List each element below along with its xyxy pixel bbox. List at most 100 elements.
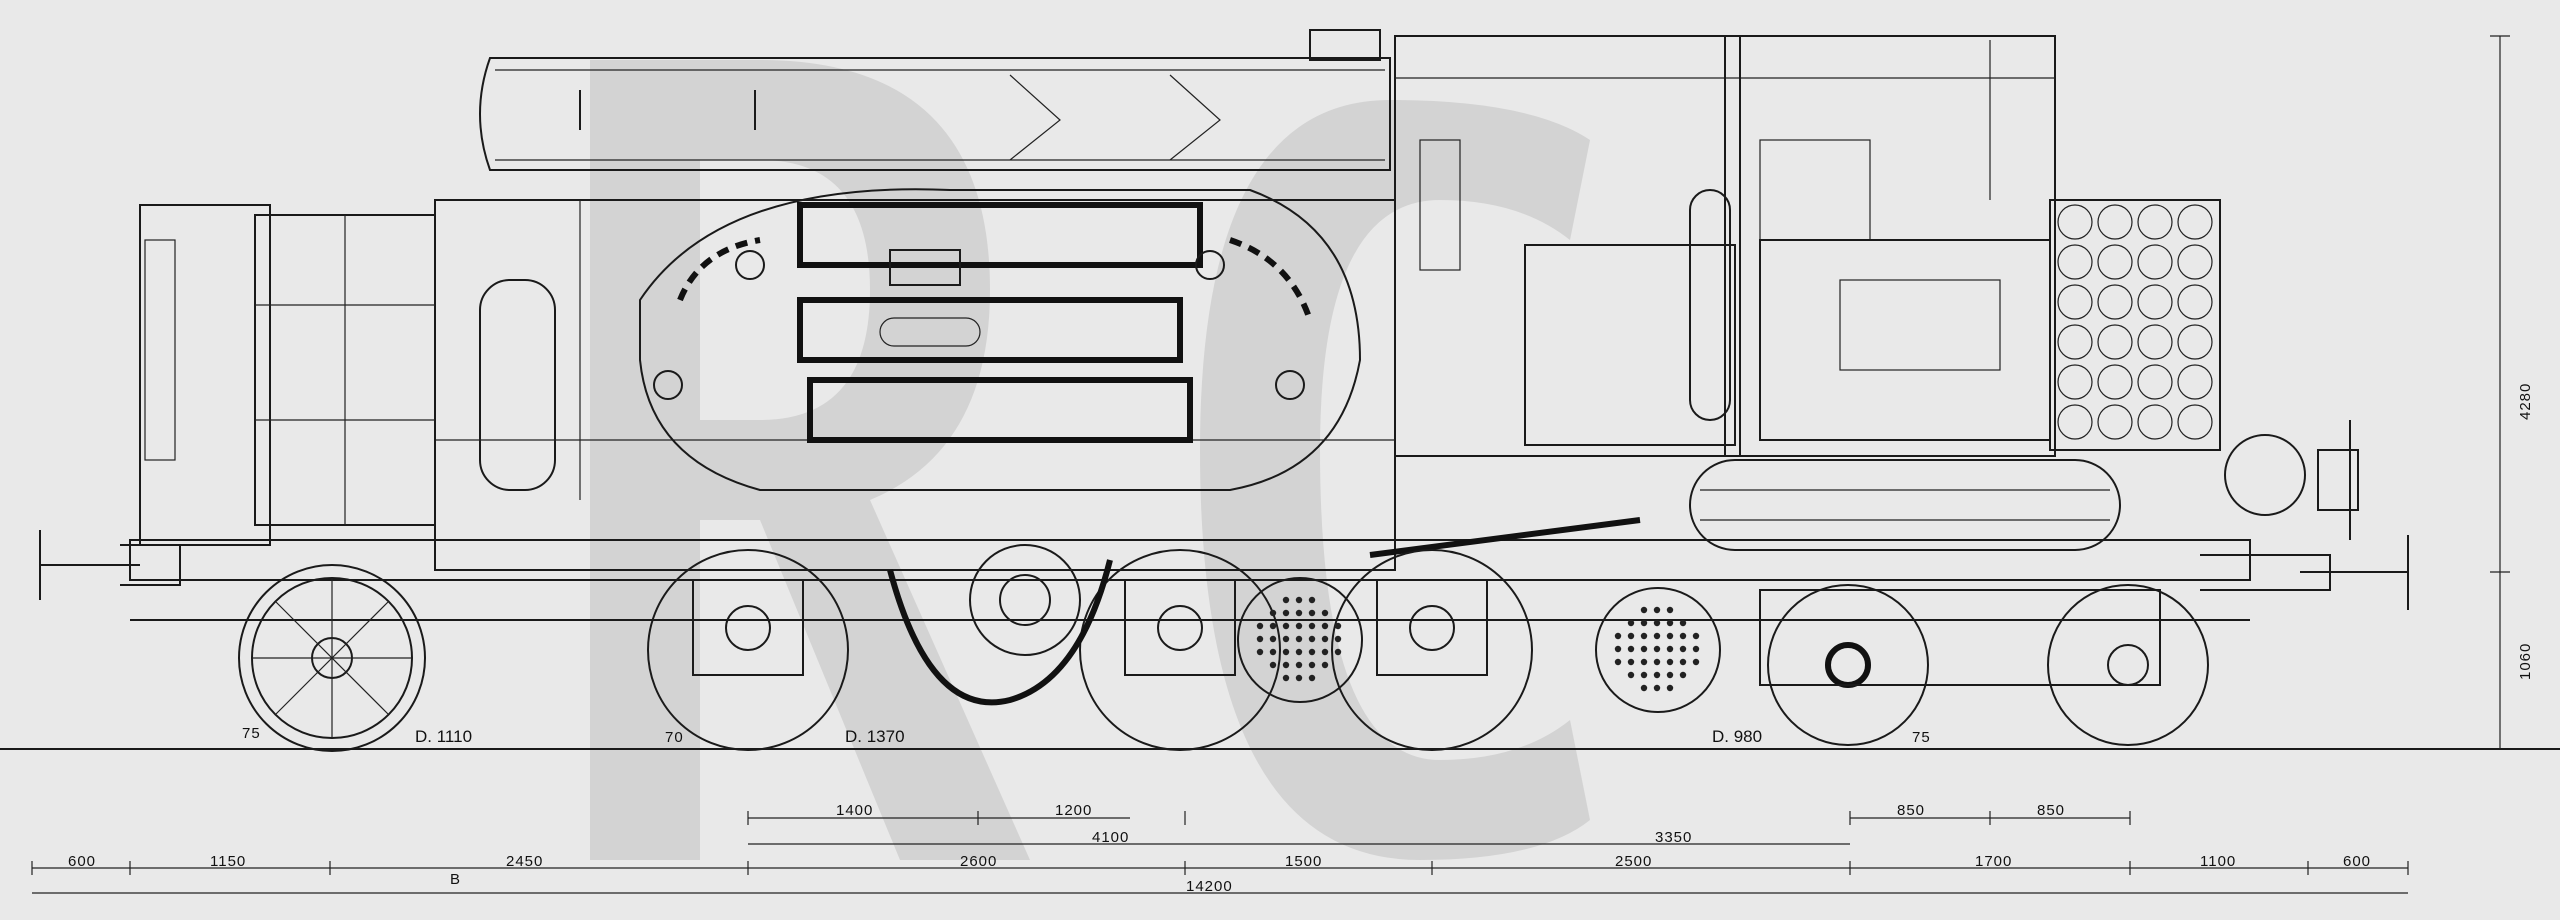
blower-hole xyxy=(1308,661,1316,669)
blower-hole xyxy=(1653,619,1661,627)
reservoir-cylinder xyxy=(2057,404,2093,440)
front-wheel xyxy=(238,564,426,752)
blower-hole xyxy=(1640,684,1648,692)
dim-row2-2: 3350 xyxy=(1655,829,1692,846)
axle-hub xyxy=(1409,605,1455,651)
reservoir-cylinder xyxy=(2097,364,2133,400)
blower-hole xyxy=(1666,632,1674,640)
blower-hole xyxy=(1282,622,1290,630)
blower-hole xyxy=(1308,622,1316,630)
blower-hole xyxy=(1334,622,1342,630)
blower-hole xyxy=(1640,606,1648,614)
dimension-lines: D. 1110 D. 1370 D. 980 75 70 75 1400 120… xyxy=(31,35,2534,895)
blower-hole xyxy=(1627,619,1635,627)
blower-hole xyxy=(1321,609,1329,617)
blower-hole xyxy=(1282,674,1290,682)
blower-hole xyxy=(1666,658,1674,666)
blower-hole xyxy=(1295,596,1303,604)
watermark xyxy=(590,60,1590,860)
reservoir-cylinder xyxy=(2137,204,2173,240)
blower-hole xyxy=(1269,622,1277,630)
dim-row3-2: 1150 xyxy=(210,853,246,870)
blower-hole xyxy=(1295,622,1303,630)
dim-row1-1: 1400 xyxy=(836,802,873,819)
blower-hole xyxy=(1653,632,1661,640)
blower-hole xyxy=(1627,658,1635,666)
wheel-label-d1110: D. 1110 xyxy=(415,727,472,746)
reservoir-cylinder xyxy=(2177,364,2213,400)
driving-wheel xyxy=(1331,549,1533,751)
blower-hole xyxy=(1321,661,1329,669)
blower-hole xyxy=(1295,635,1303,643)
bogie-wheel-rear xyxy=(2047,584,2209,746)
bogie-wheel-front xyxy=(1767,584,1929,746)
blower-hole xyxy=(1653,606,1661,614)
reservoir-cylinder xyxy=(2137,364,2173,400)
reservoir-bank xyxy=(2049,199,2221,451)
dim-row3-6: 2500 xyxy=(1615,853,1652,870)
blower-hole xyxy=(1295,648,1303,656)
tick-75: 75 xyxy=(242,725,261,742)
blower-hole xyxy=(1256,622,1264,630)
reservoir-cylinder xyxy=(2097,324,2133,360)
blower-hole xyxy=(1640,645,1648,653)
dim-row3-5: 1500 xyxy=(1285,853,1322,870)
blower-hole xyxy=(1308,609,1316,617)
dim-row1-4: 850 xyxy=(2037,802,2065,819)
blower-hole xyxy=(1692,645,1700,653)
reservoir-cylinder xyxy=(2177,244,2213,280)
blower-hole xyxy=(1269,609,1277,617)
engine-block xyxy=(639,188,1362,491)
reservoir-cylinder xyxy=(2057,324,2093,360)
blower-hole xyxy=(1321,648,1329,656)
roof-duct xyxy=(479,57,1391,171)
blower-hole xyxy=(1679,632,1687,640)
blower-hole xyxy=(1640,632,1648,640)
blower-hole xyxy=(1627,671,1635,679)
blower-hole xyxy=(1282,635,1290,643)
blower-hole xyxy=(1256,648,1264,656)
reservoir-cylinder xyxy=(2137,404,2173,440)
blower-hole xyxy=(1295,674,1303,682)
reservoir-cylinder xyxy=(2177,404,2213,440)
blower-hole xyxy=(1692,658,1700,666)
blower-hole xyxy=(1627,645,1635,653)
blower-hole xyxy=(1640,658,1648,666)
blower-hole xyxy=(1679,619,1687,627)
reservoir-cylinder xyxy=(2057,244,2093,280)
blower-hole xyxy=(1692,632,1700,640)
running-gear xyxy=(39,420,2409,752)
axlebox xyxy=(692,579,804,676)
reservoir-cylinder xyxy=(2057,364,2093,400)
blower-hole xyxy=(1679,658,1687,666)
reservoir-cylinder xyxy=(2097,244,2133,280)
blower-hole xyxy=(1282,609,1290,617)
rear-buffer xyxy=(2200,535,2409,610)
blower-hole xyxy=(1653,645,1661,653)
reservoir-cylinder xyxy=(2177,204,2213,240)
dim-row3-9: 600 xyxy=(2343,853,2371,870)
wheel-label-d1370: D. 1370 xyxy=(845,727,905,746)
blower-hole xyxy=(1295,609,1303,617)
blower-hole xyxy=(1308,596,1316,604)
wheel-label-d980: D. 980 xyxy=(1712,727,1762,746)
blower-hole xyxy=(1653,671,1661,679)
tick-70: 70 xyxy=(665,729,684,746)
reservoir-cylinder xyxy=(2097,204,2133,240)
locomotive-body xyxy=(129,29,2251,621)
blower-hole xyxy=(1666,645,1674,653)
blower-hole xyxy=(1653,658,1661,666)
dim-height-buffer: 1060 xyxy=(2517,643,2534,680)
blower-hole xyxy=(1269,635,1277,643)
driving-wheel xyxy=(1079,549,1281,751)
front-buffer xyxy=(39,530,181,600)
dim-row3-1: 600 xyxy=(68,853,96,870)
main-frame xyxy=(129,539,2251,581)
blower-hole xyxy=(1666,619,1674,627)
blower-hole xyxy=(1334,635,1342,643)
dim-row1-2: 1200 xyxy=(1055,802,1092,819)
blower-hole xyxy=(1282,648,1290,656)
blower-hole xyxy=(1282,596,1290,604)
dim-row2-1: 4100 xyxy=(1092,829,1129,846)
front-radiator xyxy=(139,204,271,546)
